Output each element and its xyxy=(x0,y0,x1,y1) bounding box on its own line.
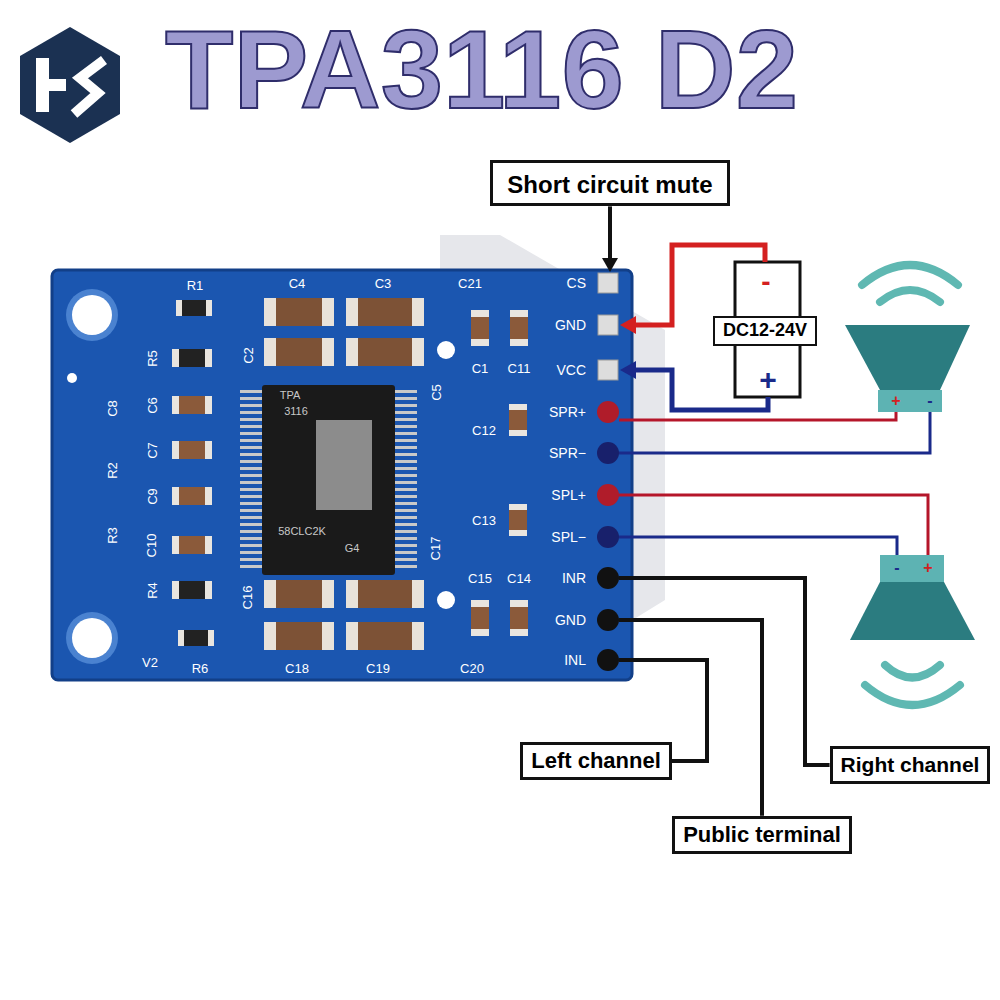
signal-wire xyxy=(608,206,612,259)
part-label: C3 xyxy=(375,277,392,290)
part-label: C13 xyxy=(472,514,496,527)
part-label: C8 xyxy=(106,400,119,417)
part-label: C2 xyxy=(242,347,255,364)
pin-name: GND xyxy=(555,318,586,332)
part-label: R4 xyxy=(146,582,159,599)
part-label: C1 xyxy=(472,362,489,375)
pin-pads xyxy=(597,273,619,671)
part-label: C19 xyxy=(366,662,390,675)
pin-name: INL xyxy=(564,653,586,667)
polarity-sign: + xyxy=(891,393,900,409)
part-label: C5 xyxy=(430,384,443,401)
speaker-wires xyxy=(619,412,930,555)
part-label: C4 xyxy=(289,277,306,290)
pin-name: SPR+ xyxy=(549,405,586,419)
pcb-board xyxy=(52,270,632,680)
part-label: R3 xyxy=(106,527,119,544)
part-label: C12 xyxy=(472,424,496,437)
signal-wire xyxy=(619,620,762,816)
polarity-sign: - xyxy=(894,560,899,576)
part-label: C11 xyxy=(508,362,531,375)
part-label: R6 xyxy=(192,662,209,675)
chip-marking: G4 xyxy=(345,543,360,554)
box-label: Short circuit mute xyxy=(490,160,729,207)
title-text: TPA3116 D2 xyxy=(165,14,798,126)
terminal-box: Public terminal xyxy=(672,816,852,854)
polarity-sign: + xyxy=(759,365,777,395)
part-label: C21 xyxy=(458,277,482,290)
part-label: C17 xyxy=(429,536,442,560)
part-label: R5 xyxy=(146,350,159,367)
pin-name: GND xyxy=(555,613,586,627)
part-label: C15 xyxy=(468,572,492,585)
node-text: Left channel xyxy=(531,748,661,774)
part-label: R2 xyxy=(106,462,119,479)
speaker-icon xyxy=(850,555,975,705)
chip-marking: 58CLC2K xyxy=(278,526,326,537)
chip-marking: TPA xyxy=(280,390,301,401)
signal-wire xyxy=(619,578,830,765)
part-label: C18 xyxy=(285,662,309,675)
part-label: C10 xyxy=(145,533,158,557)
pin-name: SPR− xyxy=(549,446,586,460)
polarity-sign: + xyxy=(923,560,932,576)
channel-box: Left channel xyxy=(520,742,672,780)
part-label: C14 xyxy=(507,572,531,585)
chip-marking: 3116 xyxy=(284,406,308,417)
smd-components xyxy=(172,300,528,646)
speaker-icon xyxy=(845,265,970,412)
polarity-sign: - xyxy=(761,268,770,296)
part-label: C9 xyxy=(146,488,159,505)
pin-name: VCC xyxy=(556,363,586,377)
polarity-sign: - xyxy=(927,393,932,409)
pin-name: INR xyxy=(562,571,586,585)
channel-box: Right channel xyxy=(830,746,991,783)
part-label: C6 xyxy=(146,397,159,414)
part-label: R1 xyxy=(187,279,204,292)
part-label: V2 xyxy=(142,656,158,669)
pin-name: SPL+ xyxy=(551,488,586,502)
node-text: DC12-24V xyxy=(723,320,807,342)
part-label: C16 xyxy=(241,585,254,609)
node-text: Short circuit mute xyxy=(507,171,712,200)
pin-name: SPL− xyxy=(551,530,586,544)
amplifier-chip xyxy=(251,385,406,575)
part-label: C20 xyxy=(460,662,484,675)
arrow-head xyxy=(602,258,618,272)
node-text: Public terminal xyxy=(683,822,841,848)
part-label: C7 xyxy=(146,442,159,459)
voltage-box: DC12-24V xyxy=(713,316,817,346)
logo-icon xyxy=(20,27,120,143)
pin-name: CS xyxy=(567,276,586,290)
node-text: Right channel xyxy=(841,752,980,777)
